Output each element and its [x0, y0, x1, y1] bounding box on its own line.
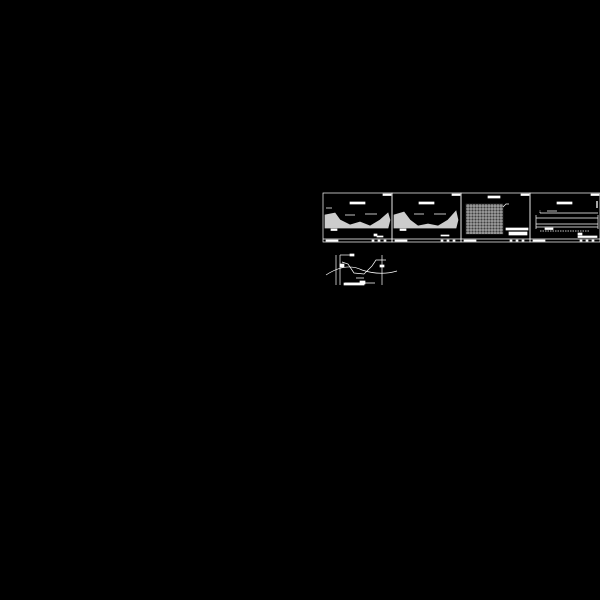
- drawing-sheet-2[interactable]: [391, 192, 462, 243]
- detail-section-drawing[interactable]: [325, 253, 398, 286]
- drawing-sheet-1[interactable]: [322, 192, 393, 243]
- sheet-title: [418, 201, 435, 205]
- longitudinal-profile: [535, 201, 599, 232]
- sheet-title: [556, 201, 573, 205]
- drawing-sheet-3[interactable]: [460, 192, 531, 243]
- cross-section-profile: [324, 212, 391, 229]
- cross-section-profile: [393, 210, 459, 229]
- sheet-title: [349, 201, 366, 205]
- data-grid-table: [465, 203, 504, 235]
- drawing-sheet-4[interactable]: [529, 192, 600, 243]
- sheet-title: [487, 195, 501, 199]
